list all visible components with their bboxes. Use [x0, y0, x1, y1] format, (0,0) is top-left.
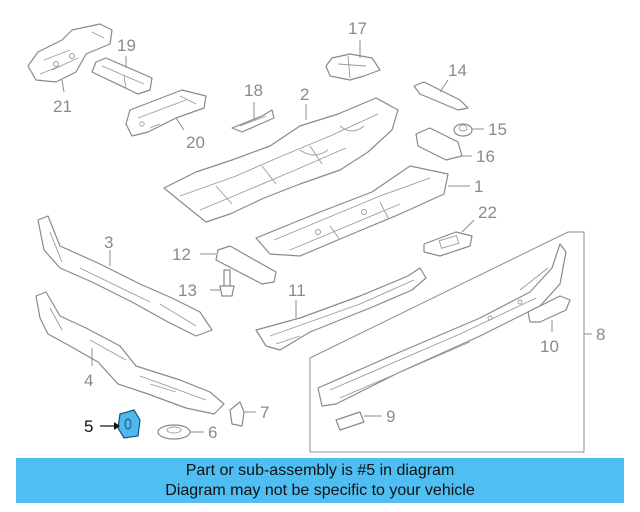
callout-6: 6 [208, 423, 217, 442]
part-1-front-floor-pan[interactable] [255, 165, 470, 257]
callout-2: 2 [300, 85, 309, 104]
part-12-bracket[interactable] [200, 245, 277, 285]
part-9-patch[interactable] [335, 411, 382, 431]
part-8-group-box [309, 231, 592, 453]
part-4-lower-member[interactable] [35, 291, 225, 415]
banner-line-1: Part or sub-assembly is #5 in diagram [185, 462, 455, 479]
callout-1: 1 [474, 177, 483, 196]
part-19-crossmember[interactable] [91, 56, 153, 95]
callout-9: 9 [386, 407, 395, 426]
callout-5: 5 [84, 417, 93, 436]
callout-8: 8 [596, 325, 605, 344]
part-10-bracket[interactable] [527, 295, 571, 332]
callout-11: 11 [288, 281, 306, 300]
part-6-plug[interactable] [157, 424, 204, 440]
part-18-bracket[interactable] [231, 102, 275, 133]
part-8-side-sill[interactable] [317, 243, 567, 407]
callout-3: 3 [104, 233, 113, 252]
part-16-plate[interactable] [415, 127, 472, 161]
callout-20: 20 [186, 133, 205, 152]
callout-12: 12 [172, 245, 191, 264]
part-11-sill-inner[interactable] [255, 267, 427, 351]
callout-13: 13 [178, 281, 197, 300]
part-22-patch[interactable] [423, 219, 475, 257]
part-13-bolt[interactable] [210, 269, 235, 297]
part-20-reinforcement[interactable] [125, 89, 207, 137]
callout-19: 19 [117, 36, 136, 55]
callout-18: 18 [244, 81, 263, 100]
callout-16: 16 [476, 147, 495, 166]
callout-22: 22 [478, 203, 497, 222]
part-15-grommet[interactable] [453, 123, 484, 137]
part-21-rear-bracket[interactable] [27, 23, 113, 93]
info-banner: Part or sub-assembly is #5 in diagram Di… [16, 458, 624, 503]
callout-10: 10 [540, 337, 559, 356]
callout-4: 4 [84, 371, 93, 390]
part-7-bracket[interactable] [229, 401, 256, 427]
callout-15: 15 [488, 120, 507, 139]
part-2-rear-floor-pan[interactable] [163, 97, 399, 223]
callout-14: 14 [448, 61, 467, 80]
part-3-crossmember[interactable] [37, 215, 213, 337]
part-14-brace[interactable] [413, 79, 469, 111]
part-5-highlighted[interactable] [100, 409, 141, 439]
banner-line-2: Diagram may not be specific to your vehi… [165, 482, 475, 499]
callout-7: 7 [260, 403, 269, 422]
callout-17: 17 [348, 19, 367, 38]
part-17-bracket[interactable] [325, 40, 381, 81]
callout-21: 21 [53, 97, 72, 116]
